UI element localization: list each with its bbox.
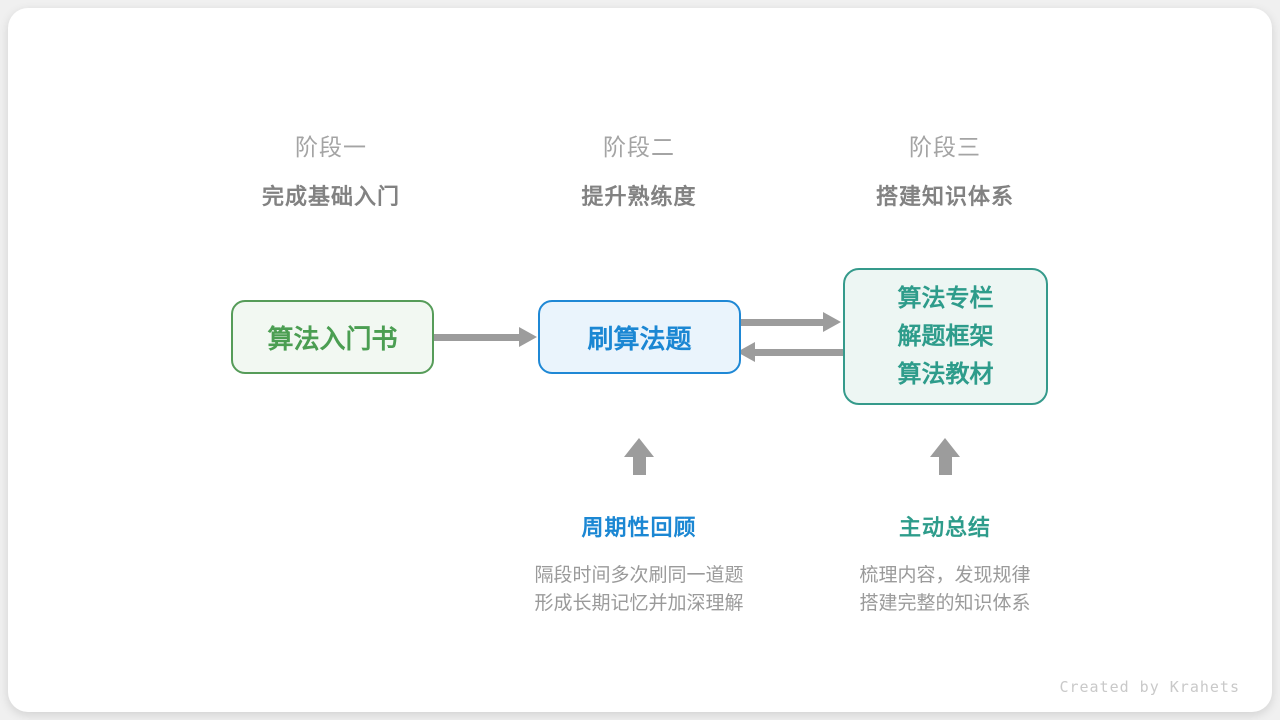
- review-description: 隔段时间多次刷同一道题 形成长期记忆并加深理解: [479, 562, 799, 618]
- arrow-head-left-icon: [737, 342, 755, 362]
- stage-1-header: 阶段一 完成基础入门: [181, 128, 481, 211]
- arrow-head-right-icon: [519, 327, 537, 347]
- node-resources-line-1: 算法专栏: [897, 284, 994, 312]
- node-intro-book: 算法入门书: [231, 300, 434, 374]
- diagram-card: 阶段一 完成基础入门 阶段二 提升熟练度 阶段三 搭建知识体系 算法入门书 刷算…: [8, 8, 1272, 712]
- credit-text: Created by Krahets: [1059, 678, 1240, 696]
- up-arrow-summarize-icon: [930, 438, 960, 475]
- node-intro-book-title: 算法入门书: [267, 323, 398, 354]
- node-practice-title: 刷算法题: [587, 323, 692, 354]
- arrow-shaft: [433, 334, 523, 341]
- stage-3-header: 阶段三 搭建知识体系: [795, 128, 1095, 211]
- up-arrow-review-icon: [624, 438, 654, 475]
- annotation-summarize: 主动总结 梳理内容，发现规律 搭建完整的知识体系: [785, 510, 1105, 618]
- stage-2-header: 阶段二 提升熟练度: [489, 128, 789, 211]
- stage-2-subtitle: 提升熟练度: [581, 184, 697, 209]
- summarize-desc-line-2: 搭建完整的知识体系: [859, 593, 1031, 614]
- summarize-desc-line-1: 梳理内容，发现规律: [859, 565, 1031, 586]
- node-resources: 算法专栏 解题框架 算法教材: [843, 268, 1048, 405]
- review-title: 周期性回顾: [581, 515, 697, 540]
- summarize-description: 梳理内容，发现规律 搭建完整的知识体系: [785, 562, 1105, 618]
- stage-3-subtitle: 搭建知识体系: [875, 184, 1014, 209]
- stage-1-label: 阶段一: [295, 134, 367, 160]
- stage-2-label: 阶段二: [603, 134, 675, 160]
- review-desc-line-1: 隔段时间多次刷同一道题: [534, 565, 744, 586]
- annotation-review: 周期性回顾 隔段时间多次刷同一道题 形成长期记忆并加深理解: [479, 510, 799, 618]
- node-resources-line-3: 算法教材: [897, 360, 994, 388]
- node-practice: 刷算法题: [538, 300, 741, 374]
- summarize-title: 主动总结: [898, 515, 991, 540]
- stage-1-subtitle: 完成基础入门: [261, 184, 400, 209]
- node-resources-line-2: 解题框架: [897, 322, 994, 350]
- arrow-shaft: [754, 349, 850, 356]
- stage-3-label: 阶段三: [909, 134, 981, 160]
- arrow-shaft: [741, 319, 826, 326]
- arrow-head-right-icon: [823, 312, 841, 332]
- review-desc-line-2: 形成长期记忆并加深理解: [534, 593, 744, 614]
